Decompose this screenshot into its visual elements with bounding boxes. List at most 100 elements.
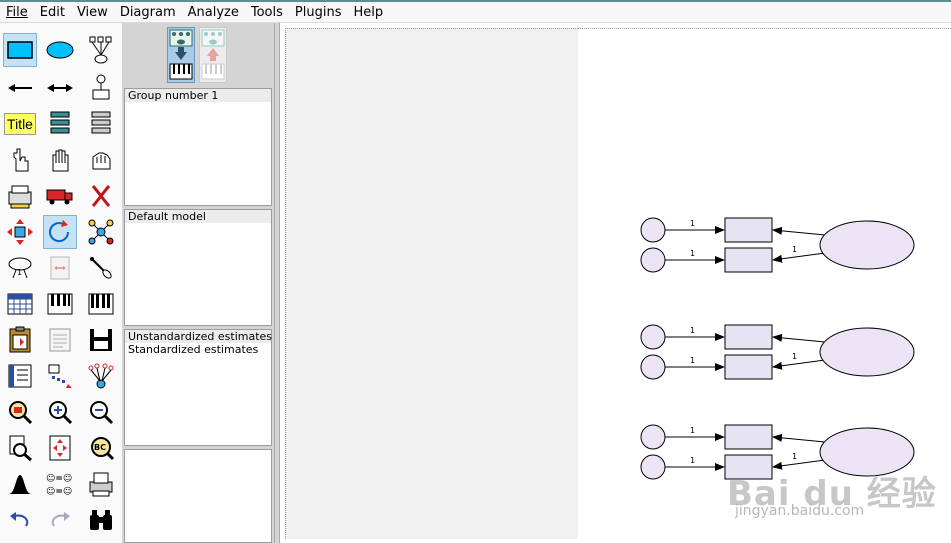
multiple-group-analysis-tool[interactable]	[3, 467, 37, 501]
error-term[interactable]	[640, 454, 666, 480]
view-input-button[interactable]	[167, 27, 195, 83]
latent-variable[interactable]	[819, 427, 915, 477]
group-item[interactable]: Group number 1	[125, 89, 271, 102]
unique-variable-icon	[92, 74, 110, 100]
duplicate-objects-tool[interactable]	[3, 179, 37, 213]
observed-variable[interactable]	[724, 324, 773, 350]
loading-path[interactable]	[772, 252, 826, 263]
touch-up-variable-tool[interactable]	[84, 251, 118, 285]
rotate-indicators-tool[interactable]	[43, 215, 77, 249]
menu-diagram[interactable]: Diagram	[119, 4, 176, 20]
menu-tools[interactable]: Tools	[250, 4, 283, 20]
copy-to-clipboard-tool[interactable]	[3, 323, 37, 357]
draw-observed-variable-tool[interactable]	[3, 33, 37, 67]
observed-variable[interactable]	[724, 247, 773, 273]
redo-tool[interactable]	[43, 503, 77, 537]
pane-splitter[interactable]	[274, 23, 280, 543]
preserve-symmetries-tool[interactable]	[84, 359, 118, 393]
reflect-indicators-tool[interactable]	[84, 215, 118, 249]
double-arrow-icon	[47, 84, 73, 92]
loading-weight-label[interactable]: 1	[792, 352, 797, 361]
error-term[interactable]	[640, 354, 666, 380]
print-tool[interactable]	[84, 467, 118, 501]
watermark-logo: Bai du 经验	[727, 474, 937, 514]
path-weight-label[interactable]: 1	[690, 326, 695, 335]
loading-path[interactable]	[772, 226, 826, 236]
list-variables-in-dataset-tool[interactable]	[84, 107, 118, 141]
eraser-x-icon	[91, 185, 111, 207]
loading-path[interactable]	[772, 359, 826, 370]
menu-analyze[interactable]: Analyze	[187, 4, 239, 20]
analysis-properties-tool[interactable]	[43, 287, 77, 321]
fit-page-icon	[49, 435, 71, 461]
menu-help[interactable]: Help	[353, 4, 384, 20]
select-data-files-tool[interactable]	[3, 287, 37, 321]
view-output-button[interactable]	[199, 27, 227, 83]
loading-path[interactable]	[772, 459, 826, 470]
deselect-all-objects-tool[interactable]	[84, 143, 118, 177]
select-all-objects-tool[interactable]	[43, 143, 77, 177]
multiple-group-tool[interactable]: ☺=☺☺=☺	[43, 467, 77, 501]
draw-unobserved-variable-tool[interactable]	[43, 33, 77, 67]
path-weight-label[interactable]: 1	[690, 426, 695, 435]
observed-variable[interactable]	[724, 424, 773, 450]
list-variables-in-model-tool[interactable]	[43, 107, 77, 141]
figure-caption-tool[interactable]: Title	[3, 107, 37, 141]
menu-file[interactable]: File	[6, 4, 28, 20]
save-diagram-tool[interactable]	[84, 323, 118, 357]
observed-variable[interactable]	[724, 217, 773, 243]
move-parameter-values-tool[interactable]: 1	[3, 251, 37, 285]
erase-objects-tool[interactable]	[84, 179, 118, 213]
object-properties-tool[interactable]	[3, 359, 37, 393]
select-one-object-tool[interactable]	[3, 143, 37, 177]
draw-path-tool[interactable]	[3, 71, 37, 105]
latent-variable[interactable]	[819, 220, 915, 270]
unstandardized-estimates-item[interactable]: Unstandardized estimates	[125, 330, 272, 343]
path-weight-label[interactable]: 1	[690, 219, 695, 228]
left-arrow-icon	[8, 84, 32, 92]
loading-path[interactable]	[772, 333, 826, 343]
error-term[interactable]	[640, 324, 666, 350]
zoom-out-tool[interactable]	[84, 395, 118, 429]
error-term[interactable]	[640, 424, 666, 450]
printer-icon	[89, 472, 113, 497]
model-item[interactable]: Default model	[125, 210, 271, 223]
loading-weight-label[interactable]: 1	[792, 245, 797, 254]
change-shape-tool[interactable]	[3, 215, 37, 249]
path-diagram[interactable]: 1 1 1 1 1 1 1 1 1	[280, 23, 951, 543]
menu-edit[interactable]: Edit	[39, 4, 65, 20]
view-text-tool[interactable]	[43, 323, 77, 357]
view-page-tool[interactable]	[3, 431, 37, 465]
standardized-estimates-item[interactable]: Standardized estimates	[128, 343, 259, 356]
zoom-in-tool[interactable]	[43, 395, 77, 429]
error-term[interactable]	[640, 247, 666, 273]
drag-properties-tool[interactable]	[43, 359, 77, 393]
scroll-tool[interactable]	[43, 251, 77, 285]
drawing-area[interactable]: 1 1 1 1 1 1 1 1 1	[280, 23, 951, 543]
resize-diagram-tool[interactable]: BC	[84, 431, 118, 465]
add-unique-variable-tool[interactable]	[84, 71, 118, 105]
path-weight-label[interactable]: 1	[690, 356, 695, 365]
data-grid-icon	[7, 293, 33, 315]
move-objects-tool[interactable]	[43, 179, 77, 213]
latent-variable[interactable]	[819, 327, 915, 377]
draw-covariance-tool[interactable]	[43, 71, 77, 105]
path-weight-label[interactable]: 1	[690, 249, 695, 258]
fit-to-page-tool[interactable]	[43, 431, 77, 465]
menu-bar: File Edit View Diagram Analyze Tools Plu…	[0, 2, 951, 23]
menu-plugins[interactable]: Plugins	[294, 4, 342, 20]
observed-variable[interactable]	[724, 454, 773, 480]
draw-latent-indicator-tool[interactable]	[84, 33, 118, 67]
loading-weight-label[interactable]: 1	[792, 452, 797, 461]
observed-variable[interactable]	[724, 354, 773, 380]
zoom-in-area-tool[interactable]	[3, 395, 37, 429]
calculate-estimates-tool[interactable]	[84, 287, 118, 321]
specification-search-tool[interactable]	[84, 503, 118, 537]
undo-tool[interactable]	[3, 503, 37, 537]
loading-path[interactable]	[772, 433, 826, 443]
truck-icon	[46, 189, 73, 205]
menu-view[interactable]: View	[76, 4, 108, 20]
rotate-icon	[49, 220, 70, 243]
path-weight-label[interactable]: 1	[690, 456, 695, 465]
error-term[interactable]	[640, 217, 666, 243]
